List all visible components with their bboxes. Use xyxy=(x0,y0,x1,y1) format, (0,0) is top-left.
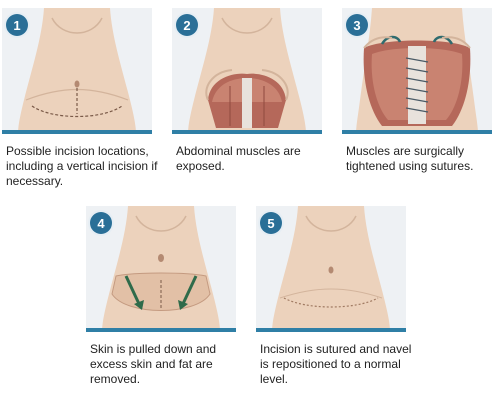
step-5-badge: 5 xyxy=(260,212,282,234)
step-2-badge: 2 xyxy=(176,14,198,36)
muscles-sutured-illustration xyxy=(356,8,478,134)
step-2-illustration: 2 xyxy=(172,8,322,134)
torso-incision-illustration xyxy=(18,8,136,134)
incision-sutured-illustration xyxy=(272,206,390,332)
step-1-illustration: 1 xyxy=(2,8,152,134)
step-5-caption: Incision is sutured and navel is reposit… xyxy=(260,342,412,386)
step-4-illustration: 4 xyxy=(86,206,236,332)
step-5-illustration: 5 xyxy=(256,206,406,332)
step-3-illustration: 3 xyxy=(342,8,492,134)
panel-accent-bar xyxy=(172,130,322,134)
step-3-caption: Muscles are surgically tightened using s… xyxy=(346,144,474,173)
step-1-badge: 1 xyxy=(6,14,28,36)
panel-accent-bar xyxy=(86,328,236,332)
step-2-caption: Abdominal muscles are exposed. xyxy=(176,144,301,173)
panel-accent-bar xyxy=(2,130,152,134)
step-3-badge: 3 xyxy=(346,14,368,36)
skin-pulled-down-illustration xyxy=(102,206,220,332)
panel-accent-bar xyxy=(342,130,492,134)
panel-accent-bar xyxy=(256,328,406,332)
step-4-caption: Skin is pulled down and excess skin and … xyxy=(90,342,217,386)
exposed-muscles-illustration xyxy=(188,8,306,134)
step-4-badge: 4 xyxy=(90,212,112,234)
step-1-caption: Possible incision locations, including a… xyxy=(6,144,158,188)
